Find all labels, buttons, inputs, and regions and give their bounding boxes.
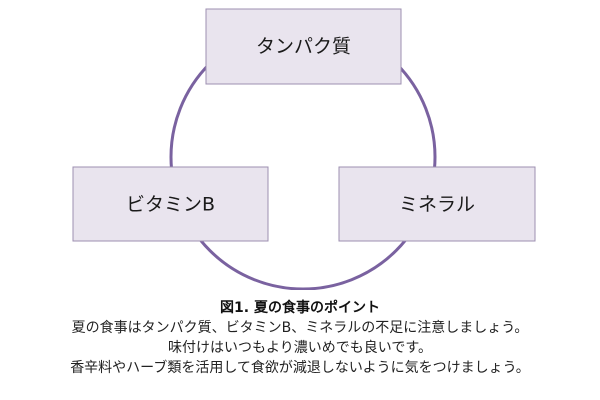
node-protein: タンパク質 xyxy=(205,8,402,85)
caption-title: 図1. 夏の食事のポイント xyxy=(220,300,380,316)
node-mineral-box xyxy=(338,166,536,242)
caption-line-1: 夏の食事はタンパク質、ビタミンB、ミネラルの不足に注意しましょう。 xyxy=(71,320,529,336)
node-protein-label: タンパク質 xyxy=(256,36,351,58)
cycle-diagram: タンパク質 ビタミンB ミネラル xyxy=(72,8,536,290)
node-vitamin-b-box xyxy=(72,166,269,242)
caption-line-3: 香辛料やハーブ類を活用して食欲が減退しないように気をつけましょう。 xyxy=(70,360,530,376)
figure-caption: 図1. 夏の食事のポイント 夏の食事はタンパク質、ビタミンB、ミネラルの不足に注… xyxy=(0,298,600,378)
node-vitamin-b: ビタミンB xyxy=(72,166,269,242)
node-mineral-label: ミネラル xyxy=(399,194,475,216)
caption-line-2: 味付けはいつもより濃いめでも良いです。 xyxy=(168,340,432,356)
node-mineral: ミネラル xyxy=(338,166,536,242)
node-vitamin-b-label: ビタミンB xyxy=(126,194,215,216)
node-protein-box xyxy=(205,8,402,85)
